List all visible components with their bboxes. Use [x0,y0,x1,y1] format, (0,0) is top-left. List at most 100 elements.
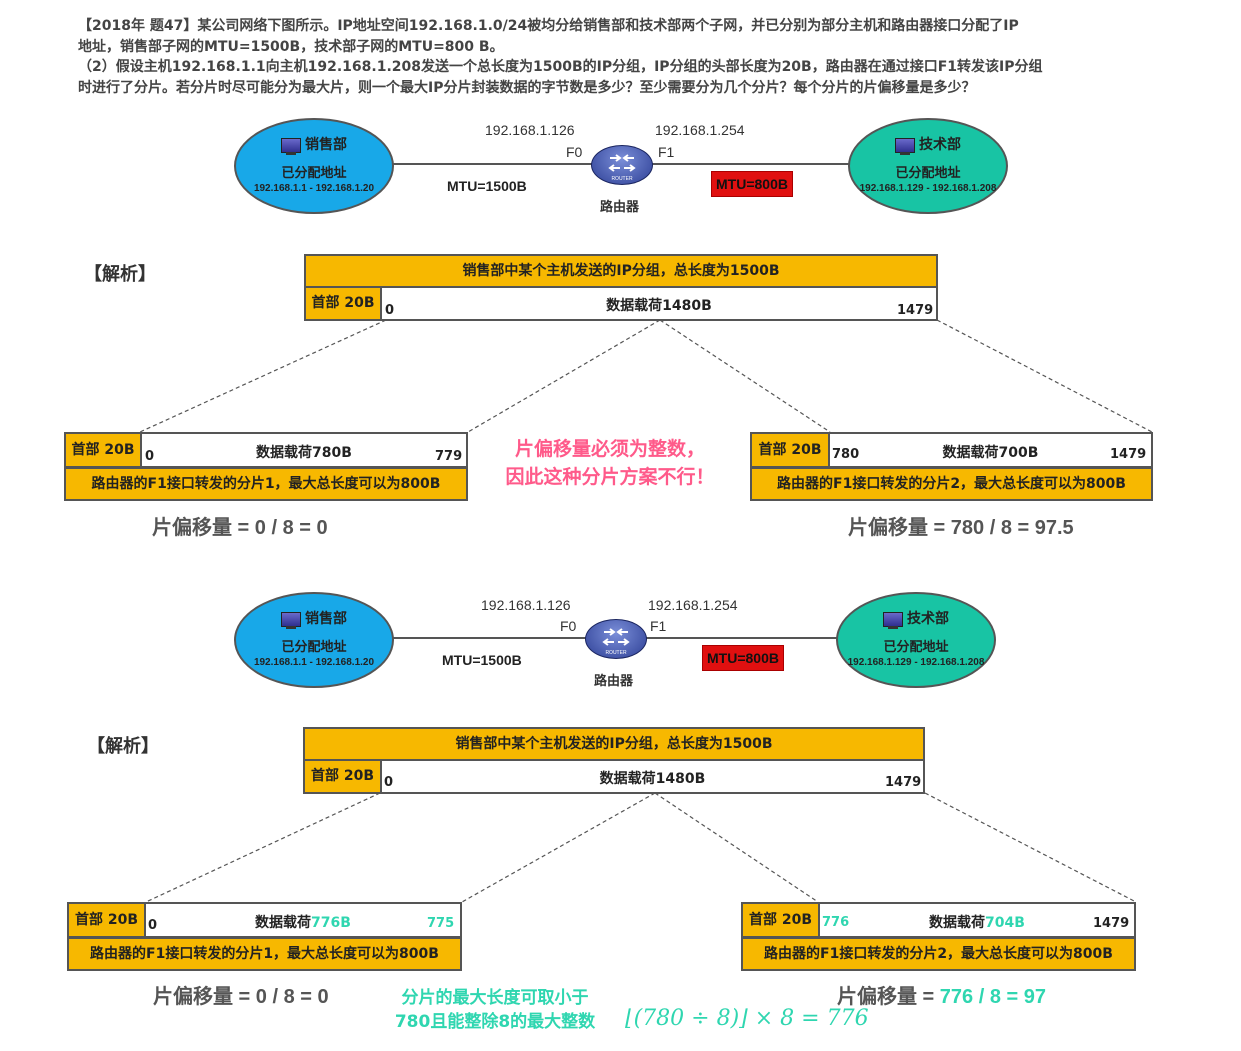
f0-ip: 192.168.1.126 [485,122,575,138]
frag2-payload-value: 704B [985,915,1025,931]
f0-ip: 192.168.1.126 [481,597,571,613]
frag2-header: 首部 20B [741,902,820,938]
mtu-right: MTU=800B [702,645,784,671]
question-line-4: 时进行了分片。若分片时尽可能分为最大片，则一个最大IP分片封装数据的字节数是多少… [78,79,976,96]
sales-assigned-label: 已分配地址 [281,640,347,655]
connector-line [936,319,1153,433]
frag2-offset: 片偏移量 = 780 / 8 = 97.5 [848,517,1074,539]
frag2-payload-box: 数据载荷704B [818,902,1136,938]
f0-label: F0 [560,618,577,634]
warning-line-1: 片偏移量必须为整数， [514,438,705,460]
connector-line [924,792,1137,903]
connector-line [145,792,381,903]
frag2-caption: 路由器的F1接口转发的分片2，最大总长度可以为800B [750,467,1153,501]
frag2-offset-value: 776 / 8 = 97 [939,986,1046,1008]
question-line-3: （2）假设主机192.168.1.1向主机192.168.1.208发送一个总长… [78,59,1043,75]
router-label: 路由器 [594,674,634,689]
frag2-header: 首部 20B [750,432,830,468]
tech-assigned-label: 已分配地址 [883,640,949,655]
router-badge: ROUTER [611,176,633,182]
frag2-offset: 片偏移量 = 776 / 8 = 97 [837,980,1046,1009]
f1-label: F1 [650,618,667,634]
frag1-payload-prefix: 数据载荷 [255,915,312,931]
original-start: 0 [385,303,395,318]
computer-icon [895,137,915,155]
f1-label: F1 [658,144,675,160]
frag1-end: 779 [435,449,463,464]
original-packet-title: 销售部中某个主机发送的IP分组，总长度为1500B [304,254,938,288]
frag1-caption: 路由器的F1接口转发的分片1，最大总长度可以为800B [67,937,462,971]
original-payload: 数据载荷1480B [599,771,706,787]
question-line-1: 【2018年 题47】某公司网络下图所示。IP地址空间192.168.1.0/2… [78,18,1019,34]
frag2-payload: 数据载荷704B [820,912,1134,932]
sales-subnet: 销售部 已分配地址 192.168.1.1 - 192.168.1.20 [234,592,394,688]
computer-icon [883,611,903,629]
sales-title: 销售部 [305,611,347,627]
frag1-end: 775 [427,916,455,931]
analysis-label-1: 【解析】 [84,264,156,285]
frag2-payload: 数据载荷700B [942,445,1039,461]
tech-subnet: 技术部 已分配地址 192.168.1.129 - 192.168.1.208 [848,118,1008,214]
f0-label: F0 [566,144,583,160]
router-label: 路由器 [600,200,640,215]
f1-ip: 192.168.1.254 [655,122,745,138]
tech-address-range: 192.168.1.129 - 192.168.1.208 [859,183,997,194]
original-payload: 数据载荷1480B [606,298,712,314]
original-payload-box: 数据载荷1480B [380,286,938,321]
analysis-label-2: 【解析】 [87,736,159,757]
mtu-left: MTU=1500B [447,178,527,194]
question-line-2: 地址，销售部子网的MTU=1500B，技术部子网的MTU=800 B。 [78,38,504,55]
frag2-payload-box: 数据载荷700B [828,432,1153,468]
original-end: 1479 [897,303,934,318]
frag1-payload-box: 数据载荷776B [144,902,462,938]
connector-line [659,319,831,433]
computer-icon [281,137,301,155]
connector-line [139,319,387,433]
link-router-tech [643,637,843,639]
sales-address-range: 192.168.1.1 - 192.168.1.20 [253,183,375,194]
question-text: 【2018年 题47】某公司网络下图所示。IP地址空间192.168.1.0/2… [78,16,1178,98]
mtu-left: MTU=1500B [442,652,522,668]
tech-title: 技术部 [919,137,961,153]
tech-subnet: 技术部 已分配地址 192.168.1.129 - 192.168.1.208 [836,592,996,688]
frag2-offset-prefix: 片偏移量 = [837,986,940,1008]
floor-formula: ⌊(780 ÷ 8)⌋ × 8 = 776 [625,1006,869,1031]
link-sales-router [388,637,593,639]
frag2-caption: 路由器的F1接口转发的分片2，最大总长度可以为800B [741,937,1136,971]
frag2-end: 1479 [1093,916,1130,931]
link-sales-router [388,163,598,165]
frag1-offset: 片偏移量 = 0 / 8 = 0 [153,986,329,1008]
connector-line [461,792,656,903]
link-router-tech [650,163,855,165]
connector-line [654,792,819,903]
frag1-start: 0 [148,918,158,933]
tech-address-range: 192.168.1.129 - 192.168.1.208 [847,657,985,668]
warning-note: 片偏移量必须为整数， 因此这种分片方案不行！ [490,435,730,491]
frag1-caption: 路由器的F1接口转发的分片1，最大总长度可以为800B [64,467,468,501]
router-icon: ROUTER [591,145,653,185]
sales-title: 销售部 [305,137,347,153]
frag1-payload: 数据载荷776B [146,912,460,932]
warning-line-2: 因此这种分片方案不行！ [505,466,715,488]
original-end: 1479 [885,775,922,790]
tech-assigned-label: 已分配地址 [895,166,961,181]
frag2-start: 776 [822,915,850,930]
router-icon: ROUTER [585,619,647,659]
original-start: 0 [384,775,394,790]
max-length-note: 分片的最大长度可取小于 780且能整除8的最大整数 [370,986,620,1034]
original-header: 首部 20B [304,286,382,321]
original-packet-title: 销售部中某个主机发送的IP分组，总长度为1500B [303,727,925,761]
router-badge: ROUTER [605,650,627,656]
original-payload-box: 数据载荷1480B [380,759,925,794]
frag1-start: 0 [145,449,155,464]
frag1-offset: 片偏移量 = 0 / 8 = 0 [152,517,328,539]
sales-address-range: 192.168.1.1 - 192.168.1.20 [253,657,375,668]
note-line-2: 780且能整除8的最大整数 [394,1012,596,1032]
frag2-start: 780 [832,447,860,462]
connector-line [467,319,661,433]
frag1-payload: 数据载荷780B [256,445,352,461]
frag1-header: 首部 20B [67,902,146,938]
original-header: 首部 20B [303,759,382,794]
f1-ip: 192.168.1.254 [648,597,738,613]
